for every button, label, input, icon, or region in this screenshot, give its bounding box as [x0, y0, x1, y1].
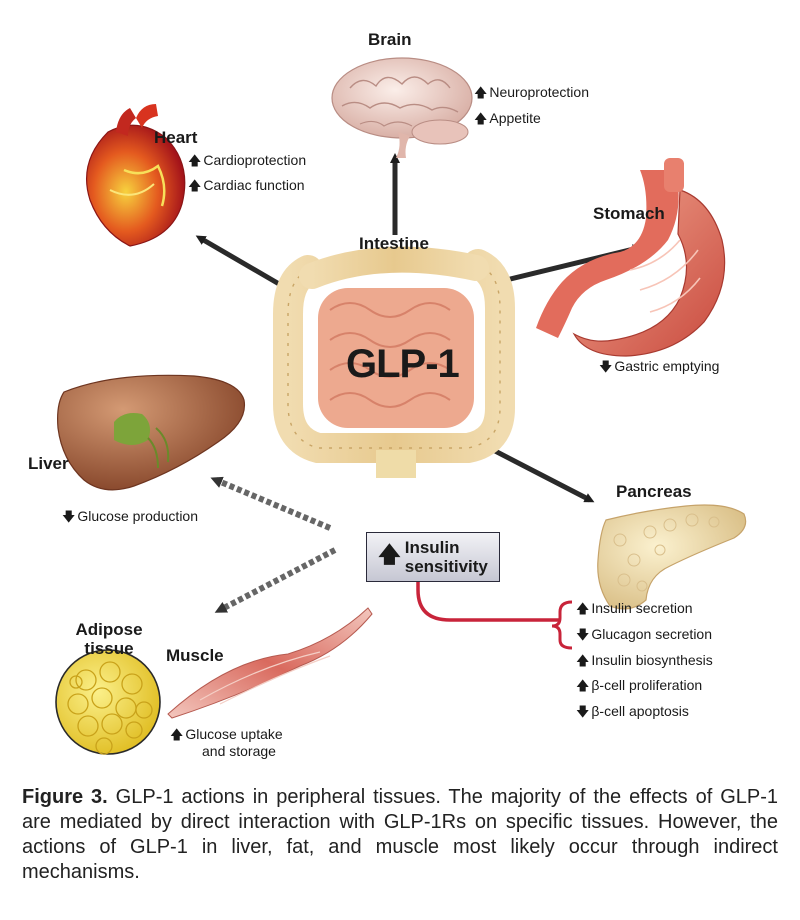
down-arrow-icon: 🡇: [576, 627, 590, 642]
heart-illustration: [86, 104, 186, 247]
up-arrow-icon: 🡅: [474, 85, 488, 100]
adipose-illustration: [55, 649, 161, 755]
liver-effect-1: 🡇Glucose production: [62, 508, 199, 524]
brain-effect-2: 🡅Appetite: [474, 110, 541, 126]
insulin-box-line2: sensitivity: [404, 557, 488, 576]
up-arrow-icon: 🡅: [576, 653, 590, 668]
pancreas-label: Pancreas: [616, 482, 692, 501]
adipose-label: Adipose tissue: [75, 620, 143, 658]
insulin-box-line1: Insulin: [404, 538, 460, 557]
stomach-effect-1: 🡇Gastric emptying: [599, 358, 720, 374]
up-arrow-icon: 🡅: [378, 542, 401, 567]
figure-panel: Brain 🡅Neuroprotection 🡅Appetite Heart 🡅…: [20, 20, 780, 770]
down-arrow-icon: 🡇: [62, 509, 76, 524]
pancreas-effect-2: 🡇Glucagon secretion: [576, 626, 713, 642]
up-arrow-icon: 🡅: [188, 178, 202, 193]
down-arrow-icon: 🡇: [599, 359, 613, 374]
up-arrow-icon: 🡅: [576, 601, 590, 616]
figure-caption: Figure 3. GLP-1 actions in peripheral ti…: [22, 785, 778, 885]
heart-effect-1: 🡅Cardioprotection: [188, 152, 307, 168]
down-arrow-icon: 🡇: [576, 704, 590, 719]
muscle-label: Muscle: [166, 646, 224, 665]
caption-lead: Figure 3.: [22, 786, 108, 808]
indirect-arrows: [210, 476, 337, 613]
intestine-label: Intestine: [359, 234, 429, 253]
insulin-sensitivity-box: 🡅 Insulin sensitivity: [366, 532, 500, 582]
pancreas-effect-3: 🡅Insulin biosynthesis: [576, 652, 713, 668]
heart-effect-2: 🡅Cardiac function: [188, 177, 305, 193]
up-arrow-icon: 🡅: [188, 153, 202, 168]
pancreas-effect-1: 🡅Insulin secretion: [576, 600, 693, 616]
muscle-illustration: [167, 607, 373, 719]
feedback-arrow: [411, 561, 560, 622]
stomach-label: Stomach: [593, 204, 665, 223]
heart-label: Heart: [154, 128, 198, 147]
up-arrow-icon: 🡅: [474, 111, 488, 126]
glp1-center-label: GLP-1: [346, 342, 460, 386]
brain-label: Brain: [368, 30, 412, 49]
figure-illustration: [55, 57, 747, 755]
pancreas-bracket: [551, 600, 573, 650]
caption-text: GLP-1 actions in peripheral tissues. The…: [22, 786, 778, 883]
up-arrow-icon: 🡅: [576, 678, 590, 693]
pancreas-illustration: [597, 504, 747, 610]
liver-label: Liver: [28, 454, 69, 473]
brain-illustration: [331, 57, 473, 158]
liver-illustration: [57, 374, 246, 491]
intestine-illustration: [273, 246, 515, 478]
up-arrow-icon: 🡅: [170, 727, 184, 742]
pancreas-effect-4: 🡅β-cell proliferation: [576, 677, 703, 693]
pancreas-effect-5: 🡇β-cell apoptosis: [576, 703, 689, 719]
stomach-illustration: [536, 158, 726, 357]
muscle-effect: 🡅Glucose uptake and storage: [170, 726, 283, 759]
brain-effect-1: 🡅Neuroprotection: [474, 84, 589, 100]
